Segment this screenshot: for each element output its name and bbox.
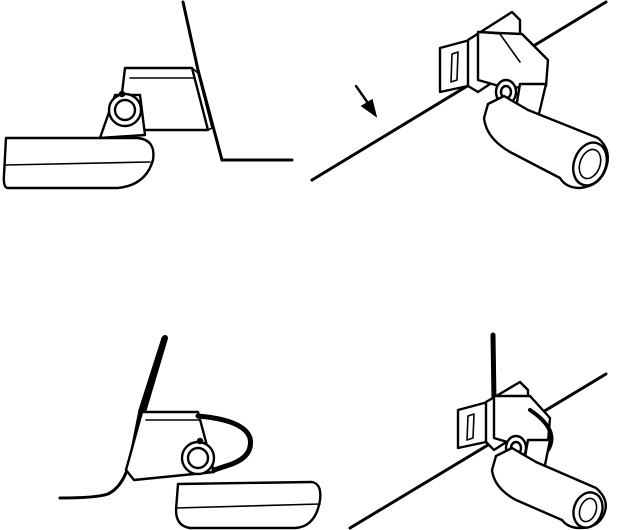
pivot-pin bbox=[120, 92, 125, 97]
bracket-front bbox=[478, 32, 548, 88]
panel-top-right-perspective-view bbox=[312, 2, 613, 190]
pivot-nut-inner bbox=[188, 448, 208, 468]
panel-bottom-right-perspective-view bbox=[350, 335, 607, 530]
transducer-cable bbox=[143, 338, 165, 412]
transducer-cable bbox=[493, 335, 494, 400]
panel-top-left-side-view bbox=[4, 2, 292, 188]
pivot-nut-inner bbox=[115, 100, 135, 120]
panel-bottom-left-side-view bbox=[60, 338, 320, 528]
direction-arrow-head-icon bbox=[362, 100, 376, 116]
pivot-pin bbox=[198, 439, 203, 444]
mounting-plate bbox=[440, 40, 470, 92]
